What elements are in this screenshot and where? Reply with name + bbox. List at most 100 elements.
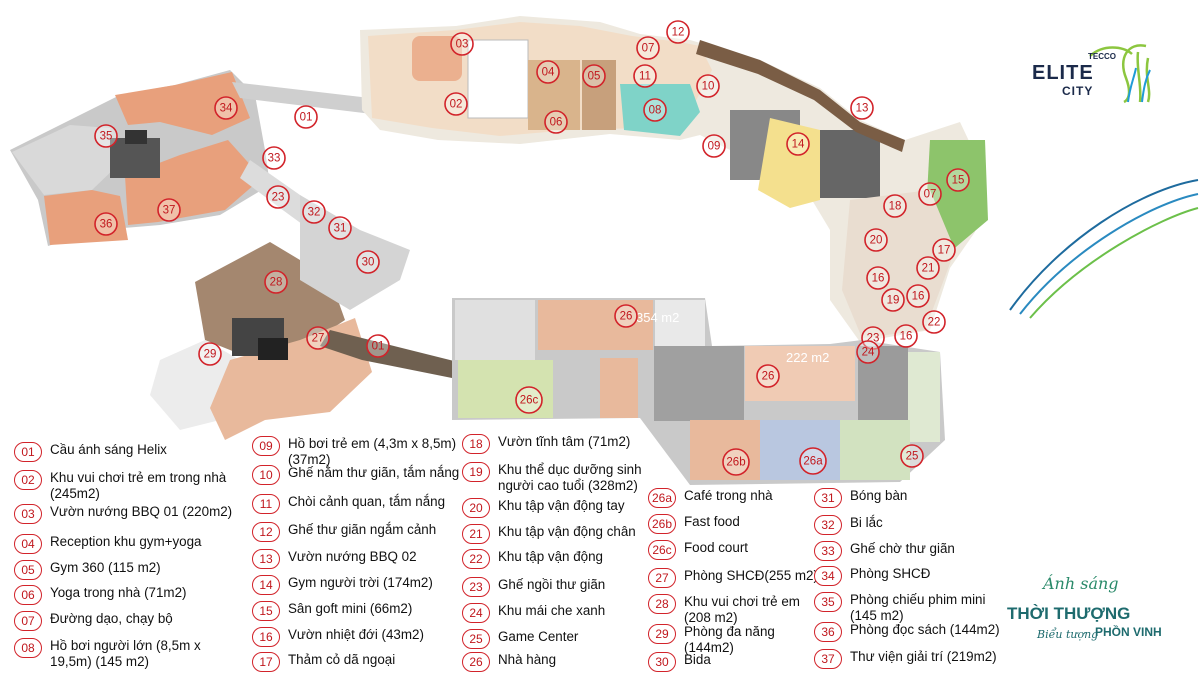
plan-marker-21: 21 — [916, 256, 940, 280]
svg-text:33: 33 — [268, 153, 281, 165]
plan-marker-18: 18 — [883, 194, 907, 218]
legend-label: Phòng SHCĐ — [850, 566, 931, 581]
legend-number: 26 — [462, 652, 490, 672]
plan-marker-28: 28 — [264, 270, 288, 294]
legend-label: Bi lắc — [850, 515, 883, 530]
tagline-line3: Biểu tượng — [1037, 628, 1099, 641]
legend-number: 25 — [462, 629, 490, 649]
legend-number: 20 — [462, 498, 490, 518]
svg-text:06: 06 — [550, 117, 563, 129]
plan-marker-05: 05 — [582, 64, 606, 88]
area-label-222: 222 m2 — [786, 350, 829, 365]
legend-label: Khu tập vận động — [498, 549, 603, 564]
legend-number: 09 — [252, 436, 280, 456]
logo-mark-icon — [1089, 44, 1151, 104]
svg-text:25: 25 — [906, 451, 919, 463]
svg-text:01: 01 — [300, 112, 313, 124]
tagline: Ánh sáng THỜI THƯỢNG Biểu tượng PHỒN VIN… — [1005, 574, 1165, 644]
svg-text:15: 15 — [952, 175, 965, 187]
legend-label: Đường dạo, chạy bộ — [50, 611, 173, 626]
plan-marker-16: 16 — [906, 284, 930, 308]
legend-number: 14 — [252, 575, 280, 595]
legend-item: 31 Bóng bàn — [814, 488, 1000, 508]
legend-number: 31 — [814, 488, 842, 508]
svg-text:03: 03 — [456, 39, 469, 51]
legend-number: 37 — [814, 649, 842, 669]
svg-text:26: 26 — [762, 371, 775, 383]
legend-number: 11 — [252, 494, 280, 514]
decorative-swoosh — [1009, 179, 1199, 319]
tagline-line4: PHỒN VINH — [1095, 625, 1162, 639]
plan-marker-26c: 26c — [515, 386, 543, 414]
legend-label: Yoga trong nhà (71m2) — [50, 585, 187, 600]
legend-number: 21 — [462, 524, 490, 544]
svg-text:28: 28 — [270, 277, 283, 289]
plan-marker-16: 16 — [894, 324, 918, 348]
legend-label: Cầu ánh sáng Helix — [50, 442, 167, 457]
legend-label: Ghế thư giãn ngắm cảnh — [288, 522, 437, 537]
svg-text:18: 18 — [889, 201, 902, 213]
svg-text:22: 22 — [928, 317, 941, 329]
legend-number: 05 — [14, 560, 42, 580]
svg-text:35: 35 — [100, 131, 113, 143]
plan-marker-12: 12 — [666, 20, 690, 44]
legend-label: Ghế chờ thư giãn — [850, 541, 955, 556]
svg-text:24: 24 — [862, 347, 875, 359]
plan-marker-01: 01 — [366, 334, 390, 358]
legend-label: Reception khu gym+yoga — [50, 534, 202, 549]
svg-text:07: 07 — [642, 43, 655, 55]
legend-number: 34 — [814, 566, 842, 586]
legend-label: Phòng đa năng (144m2) — [684, 624, 775, 655]
legend-number: 29 — [648, 624, 676, 644]
brand-sub: CITY — [1062, 84, 1094, 98]
svg-text:05: 05 — [588, 71, 601, 83]
legend-label: Nhà hàng — [498, 652, 557, 667]
svg-text:11: 11 — [639, 71, 651, 83]
legend-label: Vườn nhiệt đới (43m2) — [288, 627, 424, 642]
legend-number: 13 — [252, 549, 280, 569]
svg-text:13: 13 — [856, 103, 869, 115]
plan-marker-29: 29 — [198, 342, 222, 366]
plan-marker-23: 23 — [266, 185, 290, 209]
svg-text:09: 09 — [708, 141, 721, 153]
plan-marker-03: 03 — [450, 32, 474, 56]
legend-number: 23 — [462, 577, 490, 597]
legend-number: 35 — [814, 592, 842, 612]
plan-marker-25: 25 — [900, 444, 924, 468]
plan-marker-02: 02 — [444, 92, 468, 116]
svg-text:14: 14 — [792, 139, 805, 151]
plan-marker-35: 35 — [94, 124, 118, 148]
svg-text:01: 01 — [372, 341, 385, 353]
legend-number: 04 — [14, 534, 42, 554]
plan-marker-07: 07 — [918, 182, 942, 206]
legend-item: 04 Reception khu gym+yoga — [14, 534, 270, 554]
legend-label: Khu tập vận động tay — [498, 498, 625, 513]
svg-text:32: 32 — [308, 207, 321, 219]
plan-marker-30: 30 — [356, 250, 380, 274]
legend-label: Hồ bơi người lớn (8,5m x 19,5m) (145 m2) — [50, 638, 201, 669]
legend-label: Bóng bàn — [850, 488, 908, 503]
legend-label: Phòng đọc sách (144m2) — [850, 622, 1000, 637]
legend-number: 03 — [14, 504, 42, 524]
plan-marker-26b: 26b — [722, 448, 750, 476]
plan-marker-19: 19 — [881, 288, 905, 312]
legend-item: 20 Khu tập vận động tay — [462, 498, 658, 518]
plan-marker-09: 09 — [702, 134, 726, 158]
brand-main: ELITE — [1032, 62, 1094, 84]
plan-marker-23: 23 — [861, 326, 885, 350]
svg-text:16: 16 — [872, 273, 885, 285]
svg-text:02: 02 — [450, 99, 463, 111]
plan-marker-26a: 26a — [799, 447, 827, 475]
